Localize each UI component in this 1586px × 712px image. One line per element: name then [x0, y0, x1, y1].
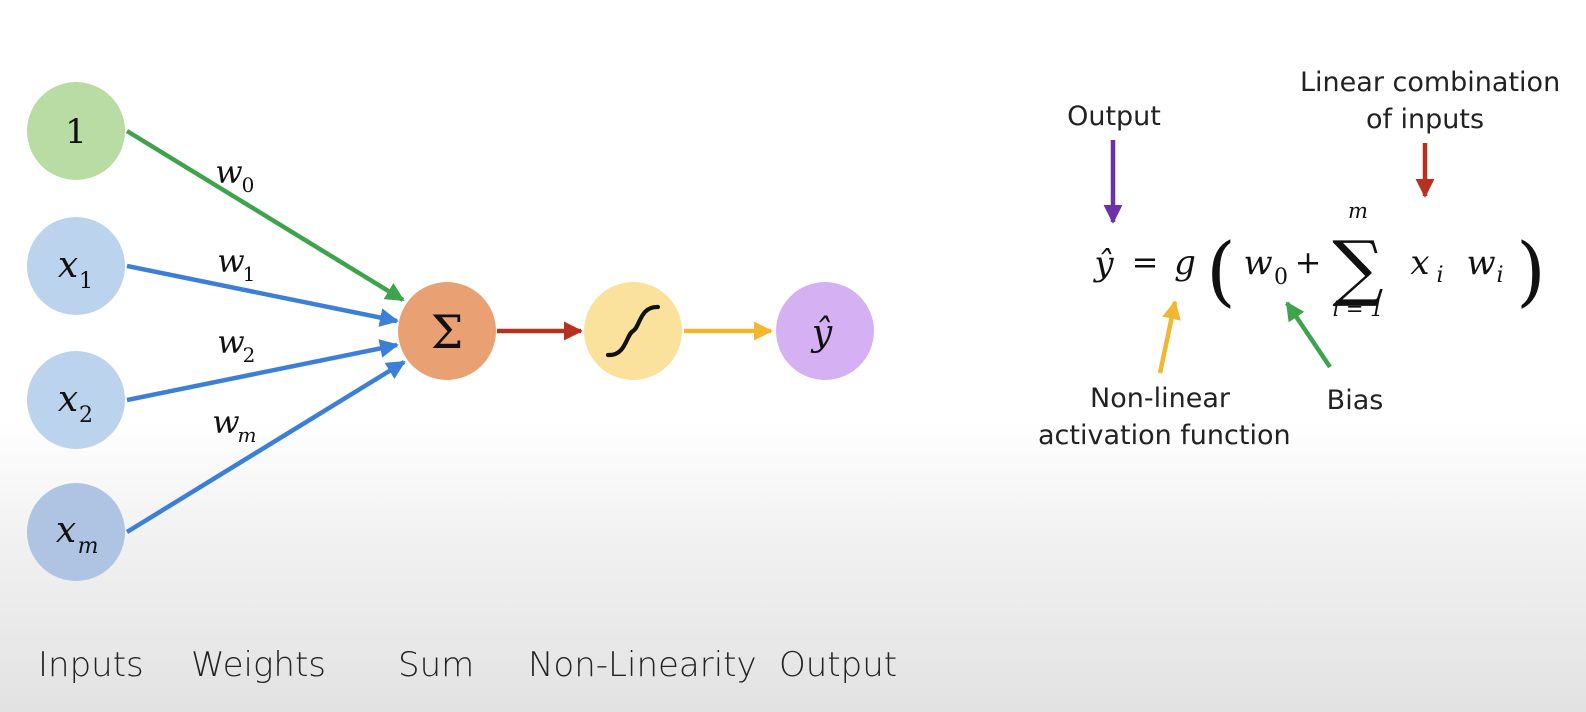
equation-yhat: ŷ [1092, 244, 1114, 284]
input-node-x1: x 1 [27, 217, 125, 315]
input-node-xm: x m [27, 483, 125, 581]
equation-open-paren: ( [1206, 226, 1236, 315]
equation-sigma-top: m [1348, 199, 1368, 223]
equation-w0: w [1243, 243, 1272, 283]
equation-wi: w [1466, 243, 1495, 283]
stage-label-inputs: Inputs [38, 645, 144, 685]
equation-sigma-bottom: i = 1 [1332, 297, 1383, 321]
annotation-bias: Bias [1326, 385, 1384, 416]
weight-label-w1: w 1 [217, 242, 255, 286]
weight-arrow-w1 [126, 263, 399, 327]
weight-label-w0: w 0 [215, 153, 254, 197]
svg-text:0: 0 [242, 173, 255, 197]
weight-label-wm: w m [212, 403, 256, 447]
annotation-output: Output [1067, 101, 1161, 132]
bias-annotation-arrow [1285, 301, 1332, 369]
equation-xi-sub: i [1436, 263, 1443, 288]
weight-arrow-w0 [125, 129, 405, 302]
sum-node: Σ [398, 282, 496, 380]
input-label-bias: 1 [65, 112, 87, 152]
input-label-xm: x [56, 510, 76, 551]
annotation-linear-combination: Linear combination of inputs [1300, 64, 1561, 138]
weight-arrow-wm [125, 360, 406, 534]
sigmoid-icon [605, 304, 661, 358]
svg-text:2: 2 [243, 343, 256, 367]
equation: ŷ = g ( w 0 + ∑ m i = 1 x i w i ) [1092, 199, 1545, 321]
stage-label-output: Output [779, 645, 898, 685]
svg-text:w: w [212, 403, 239, 441]
annotation-nonlinear-line2: activation function [1038, 420, 1291, 451]
stage-label-weights: Weights [191, 645, 326, 685]
stage-label-sum: Sum [398, 645, 475, 685]
activation-node [584, 282, 682, 380]
input-sub-x1: 1 [79, 269, 93, 294]
annotation-nonlinear-line1: Non-linear [1090, 383, 1230, 414]
svg-text:1: 1 [243, 262, 256, 286]
input-node-x2: x 2 [27, 351, 125, 449]
equation-wi-sub: i [1496, 263, 1503, 288]
input-node-bias: 1 [27, 82, 125, 180]
svg-text:w: w [217, 323, 244, 361]
equation-w0-sub: 0 [1274, 265, 1288, 290]
equation-close-paren: ) [1516, 226, 1546, 315]
output-node: ŷ [776, 282, 874, 380]
equation-sigma: ∑ [1332, 225, 1383, 309]
equation-g: g [1174, 243, 1196, 283]
annotation-linear-line2: of inputs [1365, 104, 1485, 135]
svg-text:m: m [238, 423, 257, 447]
input-sub-xm: m [78, 534, 99, 559]
input-sub-x2: 2 [79, 403, 93, 428]
svg-text:w: w [215, 153, 242, 191]
weight-arrow-w2 [126, 339, 399, 403]
input-label-x1: x [58, 245, 78, 286]
input-label-x2: x [58, 379, 78, 420]
nonlinear-annotation-arrow [1157, 300, 1181, 374]
svg-text:w: w [217, 242, 244, 280]
output-symbol: ŷ [810, 313, 833, 354]
equation-plus: + [1295, 243, 1322, 281]
annotation-nonlinear: Non-linear activation function [1038, 380, 1291, 454]
equation-xi: x [1410, 243, 1429, 283]
equation-equals: = [1132, 243, 1159, 281]
sum-symbol: Σ [431, 305, 464, 359]
stage-label-nonlinearity: Non-Linearity [528, 645, 757, 685]
annotation-linear-line1: Linear combination [1300, 67, 1561, 98]
weight-label-w2: w 2 [217, 323, 255, 367]
